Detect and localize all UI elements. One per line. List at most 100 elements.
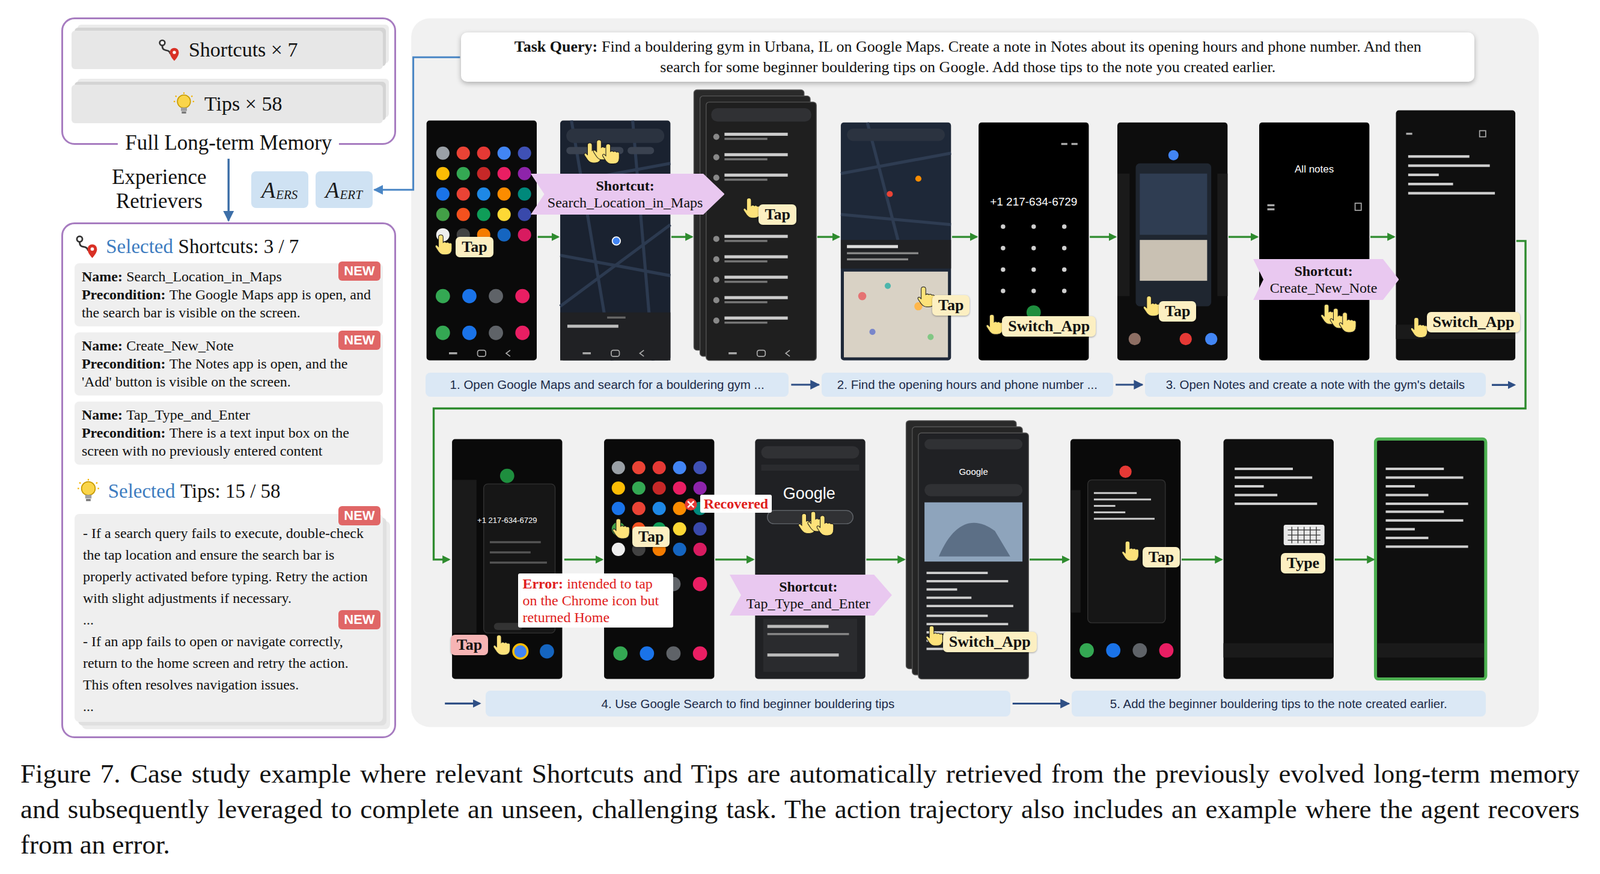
- phone-screenshot: [884, 283, 891, 290]
- step-label: 5. Add the beginner bouldering tips to t…: [1071, 690, 1486, 716]
- memory-card: Tips × 58: [71, 84, 383, 124]
- phone-screenshot: [728, 350, 790, 357]
- phone-screenshot: [1408, 155, 1495, 195]
- screen-text: +1 217-634-6729: [989, 195, 1078, 209]
- phone-screenshot: [706, 102, 817, 361]
- retriever-symbol: A: [325, 178, 339, 202]
- phone-screenshot: [1000, 245, 1005, 251]
- phone-screenshot: [1000, 288, 1005, 293]
- phone-screenshot: [489, 540, 541, 543]
- badge-text: NEW: [343, 611, 375, 627]
- new-badge: NEW: [338, 261, 380, 281]
- shortcut-callout: Shortcut:Search_Location_in_Maps: [530, 173, 725, 215]
- step-label: 4. Use Google Search to find beginner bo…: [485, 690, 1011, 716]
- badge-text: NEW: [343, 507, 375, 523]
- phone-screenshot: [846, 128, 945, 141]
- step-label: 2. Find the opening hours and phone numb…: [821, 372, 1114, 398]
- section-heading: SelectedTips: 15 / 58: [75, 478, 281, 504]
- bulb-icon: [84, 495, 92, 499]
- badge-text: 1. Open Google Maps and search for a bou…: [450, 377, 765, 392]
- callout-shape: [729, 574, 892, 616]
- phone-screenshot: [560, 312, 671, 361]
- shortcut-icon: [172, 51, 176, 55]
- phone-screenshot: [426, 120, 537, 361]
- retriever-box: AERS: [251, 171, 309, 208]
- error-icon: [684, 498, 697, 511]
- screen-text: Google: [958, 466, 988, 477]
- tap-hand: [613, 518, 630, 539]
- phone-screenshot: [1168, 150, 1179, 161]
- phone-screenshot: [1375, 438, 1486, 679]
- phone-screenshot: [1062, 267, 1067, 272]
- shortcut-icon: [159, 40, 166, 46]
- phone-screenshot: [713, 153, 788, 161]
- step-arrow: [444, 384, 1515, 704]
- phone-screenshot: [1119, 465, 1132, 478]
- flow-arrow: [1029, 558, 1069, 561]
- bulb-icon: [181, 111, 186, 114]
- phone-screenshot: [500, 468, 515, 484]
- shortcut-icon: [90, 247, 95, 251]
- shortcut-icon: [73, 233, 99, 260]
- action-badge: Switch_App: [1001, 316, 1096, 337]
- phone-screenshot: [760, 445, 859, 459]
- query-text: Find a bouldering gym in Urbana, IL on G…: [601, 37, 1422, 76]
- query-label: Task Query:: [514, 37, 598, 56]
- phone-screenshot: [1128, 332, 1141, 346]
- phone-screenshot: [1223, 643, 1334, 658]
- phone-screenshot: [1062, 288, 1067, 293]
- retriever-subscript: ERS: [275, 187, 298, 203]
- name-line: Name:Create_New_Note: [81, 336, 376, 355]
- shortcut-name: Search_Location_in_Maps: [547, 194, 704, 211]
- phone-screenshot: [711, 108, 811, 122]
- bulb-icon: [75, 478, 101, 504]
- badge-text: 4. Use Google Search to find beginner bo…: [601, 696, 895, 712]
- flow-arrow: [1181, 558, 1222, 561]
- action-badge: Switch_App: [1426, 311, 1521, 333]
- phone-screenshot: [1377, 643, 1484, 658]
- badge-text: NEW: [343, 263, 375, 279]
- phone-screenshot: [1234, 467, 1317, 505]
- phone-screenshot: [1031, 288, 1036, 293]
- phone-screenshot: [489, 561, 547, 564]
- memory-count: Tips × 58: [204, 92, 282, 116]
- phone-screenshot: [843, 271, 948, 358]
- shortcut-icon: [79, 242, 89, 251]
- flow-arrow: [952, 235, 977, 238]
- phone-screenshot: [869, 328, 876, 335]
- tip-text: - If a search query fails to execute, do…: [82, 522, 375, 609]
- action-badge: Tap: [1158, 301, 1197, 322]
- new-badge: NEW: [338, 506, 380, 526]
- phone-screenshot: [1061, 143, 1068, 145]
- flow-arrow: [671, 235, 692, 238]
- memory-count: Shortcuts × 7: [188, 38, 299, 62]
- phone-screenshot: [1000, 267, 1005, 272]
- phone-screenshot: [767, 653, 840, 657]
- tap-hand: [986, 314, 1004, 335]
- phone-screenshot: [560, 120, 671, 361]
- field-label: Precondition:: [81, 286, 166, 303]
- phone-screenshot: [1070, 438, 1181, 679]
- action-badge: Tap: [632, 526, 670, 547]
- flow-arrow: [1228, 235, 1258, 238]
- phone-screenshot: [927, 333, 934, 340]
- phone-screenshot: [451, 438, 562, 679]
- phone-screenshot: [627, 147, 654, 155]
- badge-text: Tap: [938, 296, 964, 314]
- phone-screenshot: [858, 292, 867, 301]
- badge-text: Tap: [638, 527, 664, 546]
- flow-arrow: [433, 236, 1527, 560]
- flow-arrow: [866, 558, 904, 561]
- flow-arrow: [564, 558, 603, 561]
- shortcut-callout: Shortcut:Tap_Type_and_Enter: [729, 574, 892, 616]
- retriever-box: AERT: [315, 171, 373, 208]
- badge-text: Switch_App: [1432, 313, 1515, 331]
- badge-text: Recovered: [703, 495, 769, 512]
- badge-text: Type: [1286, 554, 1320, 572]
- step-arrow: [444, 702, 480, 705]
- phone-screenshot: [1070, 438, 1181, 679]
- retriever-subscript: ERT: [340, 187, 363, 203]
- precondition-line: Precondition:The Google Maps app is open…: [81, 285, 376, 322]
- tip-text: ...: [82, 695, 375, 718]
- phone-screenshot: [560, 120, 671, 361]
